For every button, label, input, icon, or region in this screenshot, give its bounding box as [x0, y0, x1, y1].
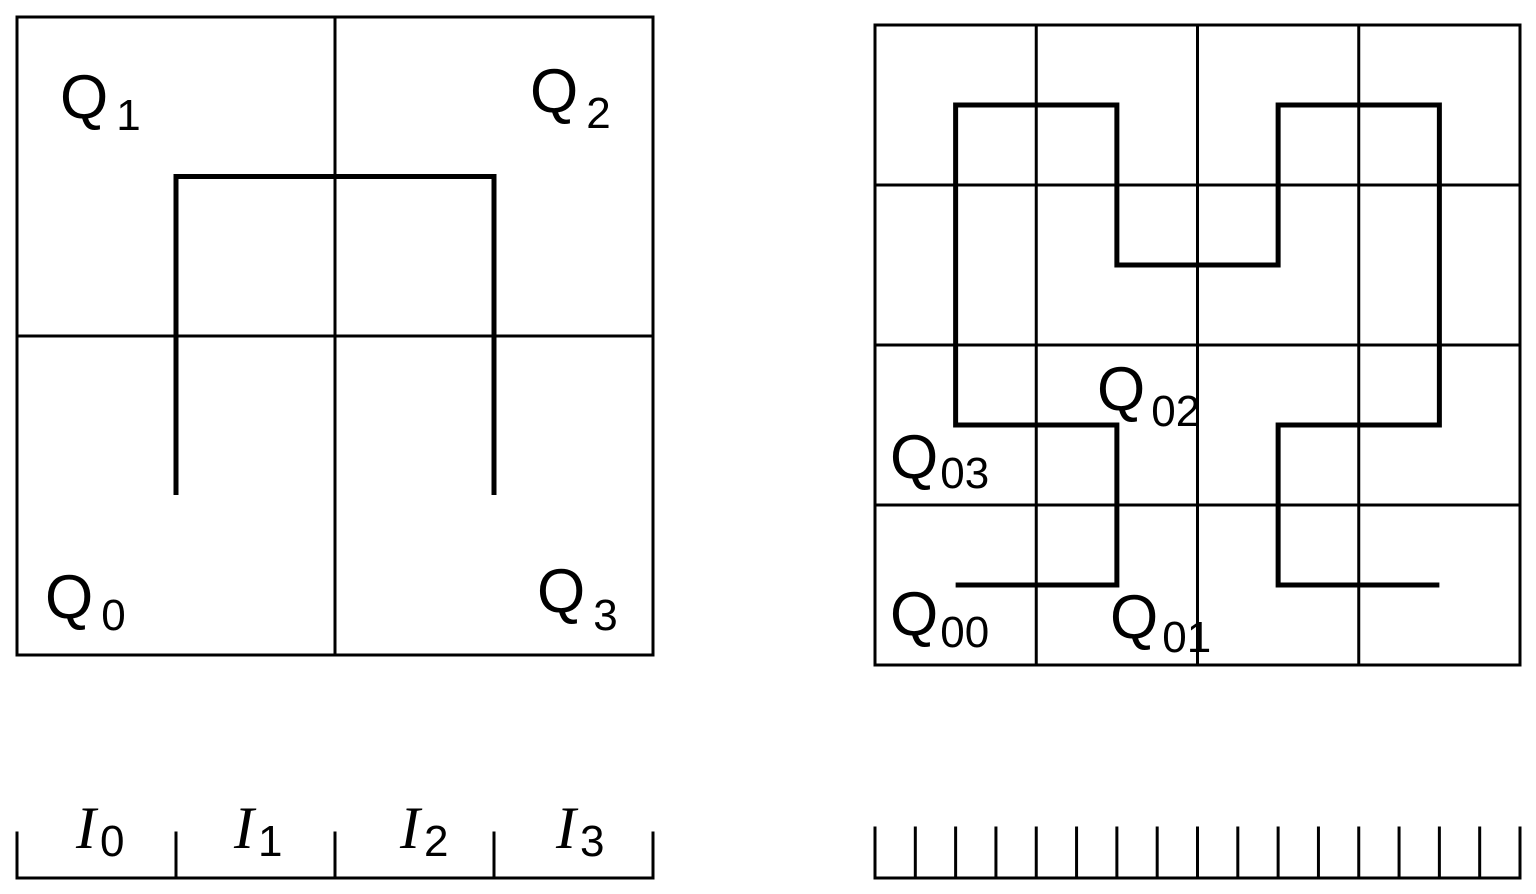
- label-i1: I1: [233, 795, 282, 866]
- label-q03: Q03: [890, 423, 989, 498]
- hilbert-curve: [953, 102, 1442, 588]
- label-q00: Q00: [890, 580, 989, 657]
- label-i0: I0: [75, 795, 124, 866]
- label-q01: Q01: [1110, 583, 1211, 662]
- label-i2: I2: [399, 795, 448, 866]
- right-panel-order-2: [873, 23, 1522, 880]
- hilbert-curve: [173, 174, 497, 495]
- left-panel-order-1: [15, 15, 655, 880]
- label-i3: I3: [555, 795, 604, 866]
